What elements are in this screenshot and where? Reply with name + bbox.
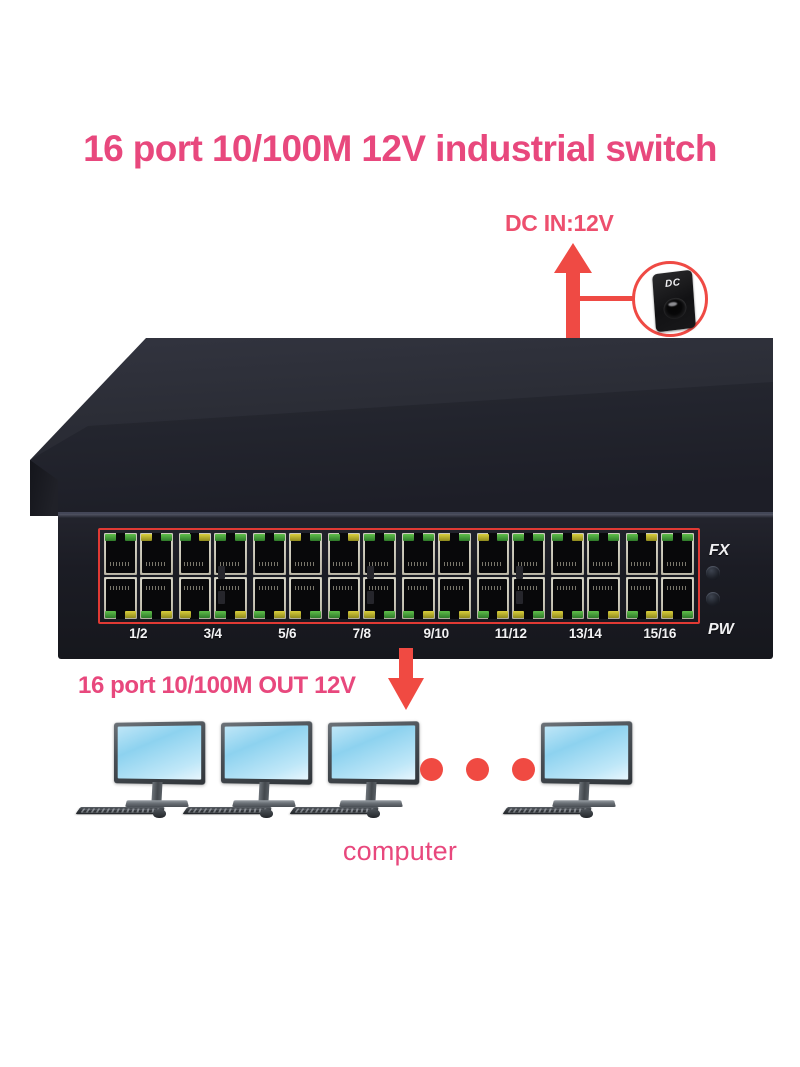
- rj45-port-13[interactable]: [551, 533, 584, 575]
- port-label-13-14: 13/14: [568, 626, 602, 641]
- rj45-port-10b[interactable]: [437, 577, 471, 619]
- rj45-port-14b[interactable]: [586, 577, 620, 619]
- port-label-9-10: 9/10: [423, 626, 450, 641]
- ellipsis-dot-3: [512, 758, 535, 781]
- screen: [331, 725, 416, 780]
- monitor-stand-neck: [151, 782, 163, 802]
- rj45-port-16[interactable]: [661, 533, 694, 575]
- computer-caption: computer: [342, 836, 458, 866]
- port-group-7-8[interactable]: [325, 531, 400, 621]
- port-label-5-6: 5/6: [278, 626, 297, 641]
- rj45-port-5[interactable]: [253, 533, 286, 575]
- rj45-port-15[interactable]: [625, 533, 659, 575]
- port-group-11-12[interactable]: [474, 531, 549, 621]
- dc-panel: DC: [652, 269, 696, 333]
- arrow-up-icon: [552, 243, 594, 343]
- rj45-port-9b[interactable]: [402, 577, 435, 619]
- pw-indicator-label: PW: [708, 621, 734, 638]
- chassis-top-panel: [28, 330, 773, 530]
- rj45-port-6[interactable]: [288, 533, 322, 575]
- mouse: [260, 809, 273, 818]
- pw-led-indicator: [706, 592, 720, 606]
- rj45-port-11[interactable]: [476, 533, 510, 575]
- rj45-port-16b[interactable]: [661, 577, 694, 619]
- output-label: 16 port 10/100M OUT 12V: [78, 672, 356, 699]
- port-group-9-10[interactable]: [399, 531, 474, 621]
- industrial-ethernet-switch: 1/2 3/4 5/6 7/8 9/10 11/12 13/14 15/16 F…: [28, 330, 773, 675]
- port-label-1-2: 1/2: [129, 626, 148, 641]
- monitor-stand-neck: [578, 782, 590, 802]
- keyboard: [182, 806, 272, 815]
- rj45-port-1b[interactable]: [104, 577, 137, 619]
- port-label-row: 1/2 3/4 5/6 7/8 9/10 11/12 13/14 15/16: [101, 626, 697, 641]
- dc-plate-label: DC: [664, 277, 681, 290]
- monitor-stand-neck: [365, 782, 377, 802]
- chassis-front-panel: 1/2 3/4 5/6 7/8 9/10 11/12 13/14 15/16 F…: [58, 514, 773, 659]
- rj45-port-3b[interactable]: [178, 577, 212, 619]
- rj45-port-2b[interactable]: [139, 577, 173, 619]
- keyboard: [75, 806, 165, 815]
- rj45-port-12[interactable]: [512, 533, 545, 575]
- rj45-port-13b[interactable]: [551, 577, 584, 619]
- mouse: [367, 809, 380, 818]
- mouse: [580, 809, 593, 818]
- computer-1: [75, 721, 208, 827]
- screen: [544, 725, 629, 780]
- fx-indicator-label: FX: [709, 542, 730, 559]
- computer-4: [502, 721, 635, 827]
- rj45-port-11b[interactable]: [476, 577, 510, 619]
- rj45-port-5b[interactable]: [253, 577, 286, 619]
- dc-in-label: DC IN:12V: [505, 210, 614, 236]
- port-label-3-4: 3/4: [203, 626, 222, 641]
- port-label-11-12: 11/12: [494, 626, 527, 641]
- panel-edge-highlight: [58, 514, 773, 518]
- arrow-down-icon: [385, 648, 427, 710]
- computer-3: [289, 721, 422, 827]
- rj45-port-3[interactable]: [178, 533, 212, 575]
- rj45-port-7b[interactable]: [327, 577, 361, 619]
- rj45-port-6b[interactable]: [288, 577, 322, 619]
- rj45-port-2[interactable]: [139, 533, 173, 575]
- port-bank-outline: [98, 528, 700, 624]
- rj45-port-1[interactable]: [104, 533, 137, 575]
- port-group-1-2[interactable]: [101, 531, 176, 621]
- port-label-15-16: 15/16: [643, 626, 677, 641]
- fx-led-indicator: [706, 566, 720, 580]
- rj45-port-14[interactable]: [586, 533, 620, 575]
- ellipsis-dot-1: [420, 758, 443, 781]
- rj45-port-8[interactable]: [363, 533, 396, 575]
- dc-barrel-jack-icon: [662, 296, 688, 321]
- monitor-stand-neck: [258, 782, 270, 802]
- leader-line: [575, 296, 645, 301]
- mouse: [153, 809, 166, 818]
- port-group-5-6[interactable]: [250, 531, 325, 621]
- dc-jack-callout: DC: [632, 261, 708, 337]
- port-group-3-4[interactable]: [176, 531, 251, 621]
- keyboard: [289, 806, 379, 815]
- rj45-port-9[interactable]: [402, 533, 435, 575]
- keyboard: [502, 806, 592, 815]
- page-title: 16 port 10/100M 12V industrial switch: [83, 128, 717, 169]
- monitor: [327, 721, 420, 785]
- port-group-13-14[interactable]: [548, 531, 623, 621]
- rj45-port-7[interactable]: [327, 533, 361, 575]
- monitor: [540, 721, 633, 785]
- computer-2: [182, 721, 315, 827]
- rj45-port-15b[interactable]: [625, 577, 659, 619]
- rj45-port-10[interactable]: [437, 533, 471, 575]
- port-group-15-16[interactable]: [623, 531, 698, 621]
- ellipsis-dot-2: [466, 758, 489, 781]
- rj45-port-bank: [101, 531, 697, 621]
- port-label-7-8: 7/8: [352, 626, 371, 641]
